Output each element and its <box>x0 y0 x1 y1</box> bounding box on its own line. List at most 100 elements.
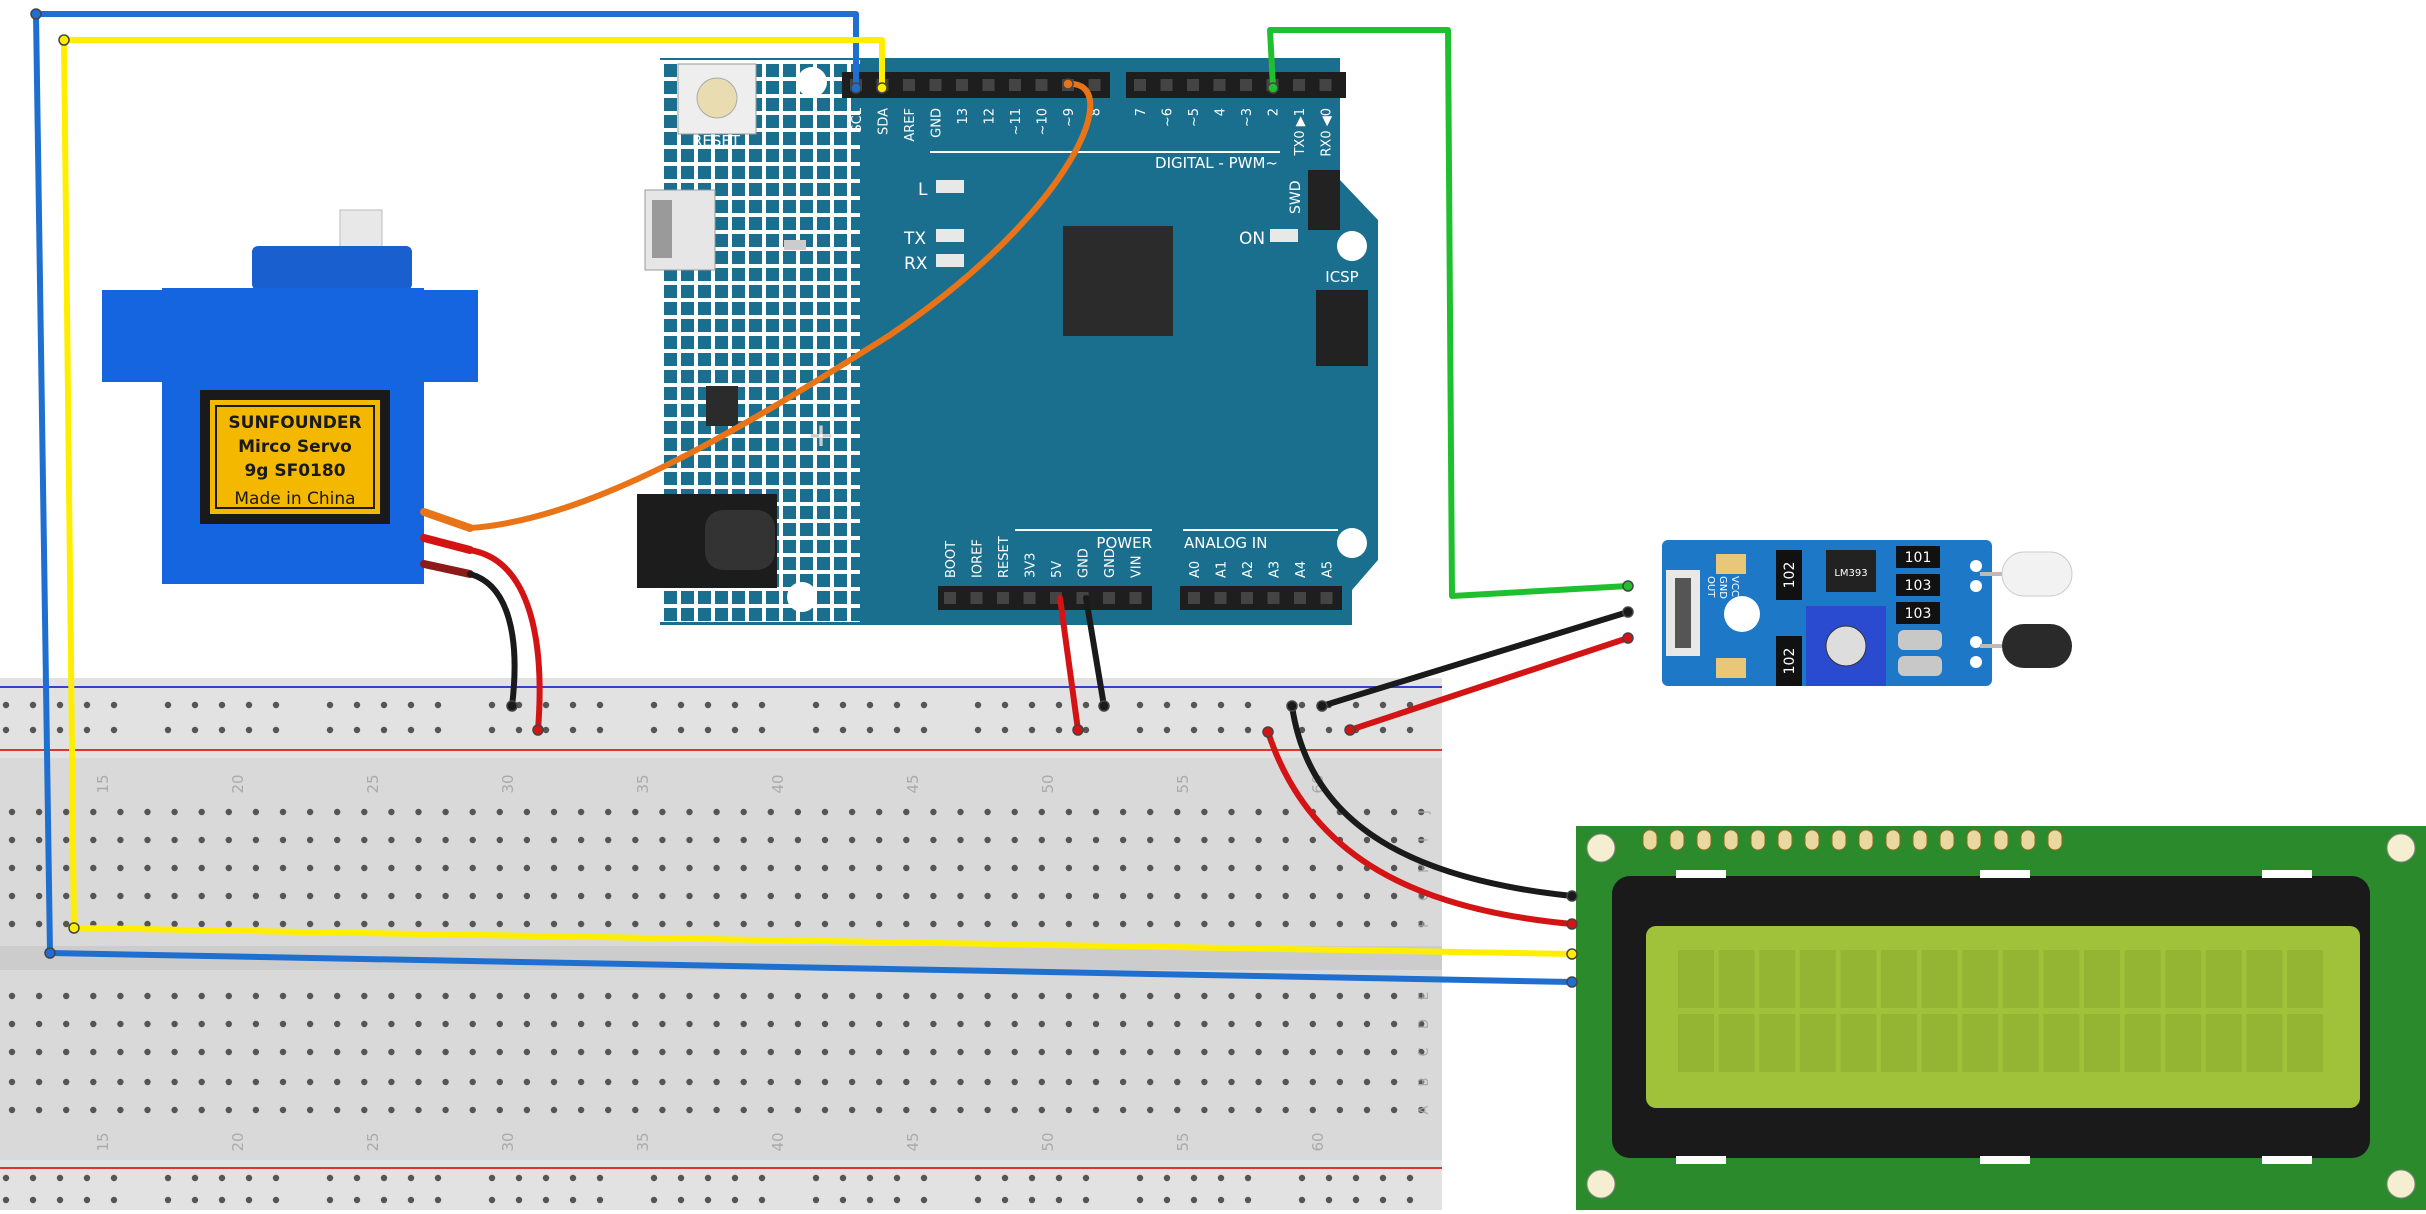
proto-pad <box>834 251 847 264</box>
terminal-hole <box>848 1106 856 1114</box>
terminal-hole <box>469 892 476 900</box>
terminal-hole <box>1309 1106 1317 1114</box>
wire-ir-vcc-red[interactable] <box>1347 635 1631 733</box>
terminal-hole <box>1065 920 1073 928</box>
header-pin[interactable] <box>1103 592 1115 604</box>
proto-pad <box>766 285 779 298</box>
terminal-hole <box>876 920 883 928</box>
terminal-hole <box>334 920 341 928</box>
terminal-hole <box>550 808 558 816</box>
header-pin[interactable] <box>929 79 942 91</box>
header-pin[interactable] <box>1023 592 1036 604</box>
wire-servo-gnd-black[interactable] <box>467 571 518 709</box>
header-pin[interactable] <box>970 592 983 604</box>
lcd-pin[interactable] <box>1777 829 1793 851</box>
header-pin[interactable] <box>944 592 956 604</box>
pin-label: A2 <box>1241 561 1256 578</box>
proto-pad <box>834 557 847 570</box>
header-pin[interactable] <box>1213 79 1226 91</box>
header-pin[interactable] <box>1214 592 1227 604</box>
proto-pad <box>817 404 830 417</box>
header-pin[interactable] <box>1035 79 1048 91</box>
header-pin[interactable] <box>1320 592 1333 604</box>
header-pin[interactable] <box>1294 592 1306 604</box>
header-pin[interactable] <box>1241 592 1253 604</box>
wire-servo-vcc-red[interactable] <box>467 547 543 733</box>
column-number-bottom: 55 <box>1174 1132 1192 1151</box>
rail-hole <box>893 701 901 709</box>
wire-lcd-gnd-black[interactable] <box>1289 703 1575 899</box>
wire-5v-red[interactable] <box>1057 595 1081 733</box>
header-pin[interactable] <box>903 79 915 91</box>
header-pin[interactable] <box>956 79 968 91</box>
terminal-hole <box>605 1020 612 1028</box>
terminal-hole <box>90 1048 97 1056</box>
terminal-hole <box>334 864 341 872</box>
terminal-hole <box>1147 1078 1154 1086</box>
header-pin[interactable] <box>1160 79 1173 91</box>
column-number-bottom: 50 <box>1039 1132 1057 1151</box>
rail-hole <box>1352 1196 1360 1204</box>
wire-servo-signal-orange[interactable] <box>467 80 1094 531</box>
header-pin[interactable] <box>1129 592 1142 604</box>
terminal-hole <box>930 1106 937 1114</box>
header-pin[interactable] <box>1187 79 1199 91</box>
lcd-pin[interactable] <box>1696 829 1712 851</box>
reset-button-cap[interactable] <box>696 77 738 119</box>
lcd-pin[interactable] <box>1750 829 1766 851</box>
header-pin[interactable] <box>1240 79 1252 91</box>
lcd-pin[interactable] <box>1885 829 1901 851</box>
proto-pad <box>783 336 796 349</box>
lcd-pin[interactable] <box>2020 829 2036 851</box>
servo-lead-orange <box>420 508 474 532</box>
header-pin[interactable] <box>1009 79 1021 91</box>
header-pin[interactable] <box>1088 79 1101 91</box>
wire-ir-gnd-black[interactable] <box>1319 609 1631 709</box>
lcd-pin[interactable] <box>1966 829 1982 851</box>
reset-button[interactable] <box>677 63 757 135</box>
ir-potentiometer-knob[interactable] <box>1825 625 1867 667</box>
proto-pad <box>817 489 830 502</box>
lcd-pin[interactable] <box>1831 829 1847 851</box>
proto-pad <box>732 234 745 247</box>
proto-pad <box>732 200 745 213</box>
proto-pad <box>715 132 728 145</box>
proto-pad <box>681 353 694 366</box>
wire-signal-green[interactable] <box>1267 27 1631 599</box>
wire-gnd-black[interactable] <box>1083 595 1107 709</box>
terminal-hole <box>334 1020 341 1028</box>
rail-hole <box>677 1174 685 1182</box>
lcd-pin[interactable] <box>1669 829 1685 851</box>
lcd-pin[interactable] <box>1939 829 1955 851</box>
lcd-pin[interactable] <box>1642 829 1658 851</box>
proto-pad <box>749 421 762 434</box>
header-pin[interactable] <box>1188 592 1200 604</box>
lcd-pin[interactable] <box>2047 829 2063 851</box>
header-pin[interactable] <box>1293 79 1305 91</box>
header-pin[interactable] <box>1134 79 1146 91</box>
lcd-pin[interactable] <box>1804 829 1820 851</box>
lcd-pin[interactable] <box>1912 829 1928 851</box>
rail-hole <box>812 1174 820 1182</box>
wire-endpoint <box>1622 606 1634 618</box>
lcd-pin[interactable] <box>1858 829 1874 851</box>
terminal-hole <box>740 992 747 1000</box>
terminal-hole <box>8 992 16 1000</box>
proto-pad <box>817 557 830 570</box>
pin-label: 12 <box>983 108 998 125</box>
rail-hole <box>380 726 388 734</box>
lcd-pin[interactable] <box>1723 829 1739 851</box>
wire-lcd-vcc-red[interactable] <box>1265 729 1575 927</box>
row-letter: B <box>1417 1078 1432 1087</box>
header-pin[interactable] <box>1319 79 1332 91</box>
header-pin[interactable] <box>1267 592 1280 604</box>
header-pin[interactable] <box>982 79 995 91</box>
terminal-hole <box>198 1106 205 1114</box>
header-pin[interactable] <box>997 592 1009 604</box>
proto-pad <box>664 132 677 145</box>
proto-pad <box>851 149 864 162</box>
rail-hole <box>1190 1196 1198 1204</box>
terminal-hole <box>930 1020 937 1028</box>
servo-model-line2: 9g SF0180 <box>244 461 345 481</box>
lcd-pin[interactable] <box>1993 829 2009 851</box>
